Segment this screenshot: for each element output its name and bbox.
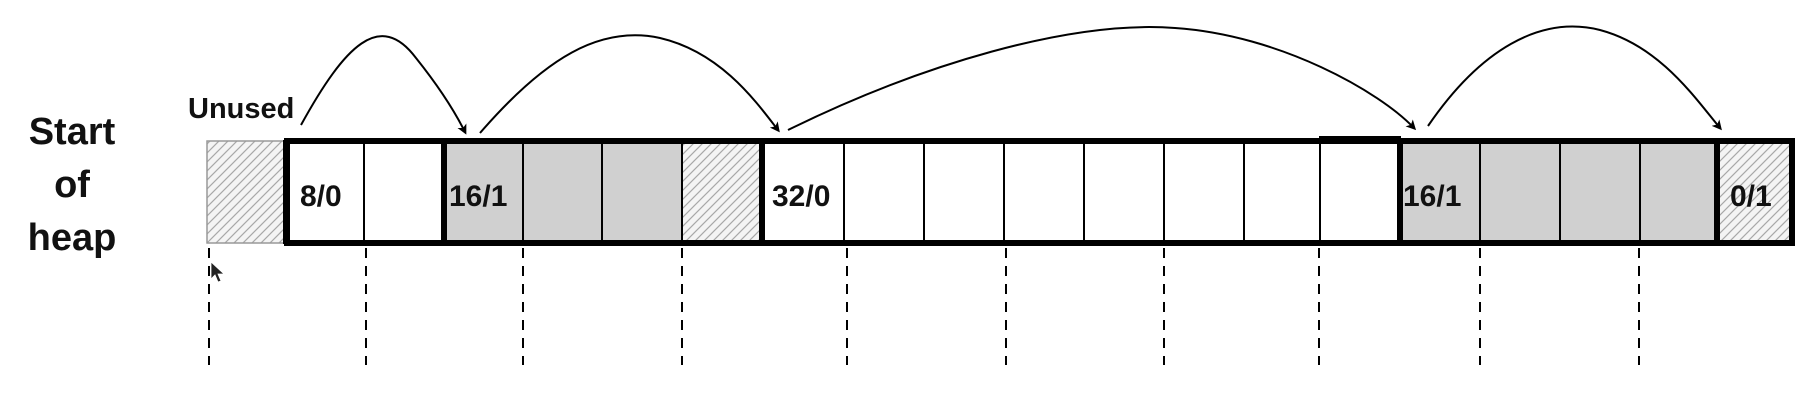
heap-word (1003, 140, 1085, 244)
heap-word (923, 140, 1005, 244)
heap-cells (283, 136, 1793, 244)
block-outlines (284, 138, 1795, 246)
alignment-guides (208, 248, 1640, 365)
heap-padding-word (681, 140, 763, 244)
mouse-cursor-icon (210, 261, 226, 283)
link-arrow (787, 26, 1417, 131)
link-arrow (479, 34, 780, 134)
unused-label: Unused (188, 93, 294, 125)
heap-word (1639, 140, 1718, 244)
block-header-label: 16/1 (1403, 180, 1461, 213)
block-header-label: 16/1 (449, 180, 507, 213)
heap-word (1479, 140, 1561, 244)
heap-word (1083, 140, 1165, 244)
block-header-label: 0/1 (1730, 180, 1772, 213)
link-arrow (1427, 25, 1722, 131)
block-link-arrows (300, 25, 1722, 135)
heap-word (443, 140, 524, 244)
heap-word (522, 140, 603, 244)
heap-word (1559, 140, 1641, 244)
title-line-2: of (54, 164, 90, 206)
heap-word (1319, 136, 1401, 244)
heap-word (363, 140, 445, 244)
unused-padding-word (206, 140, 285, 244)
block-outline-5 (1714, 138, 1795, 246)
heap-word (1243, 140, 1321, 244)
title-line-1: Start (29, 111, 116, 153)
heap-word (843, 140, 925, 244)
heap-word (601, 140, 683, 244)
block-header-label: 8/0 (300, 180, 342, 213)
start-of-heap-label: Start of heap (28, 111, 117, 259)
heap-word (283, 140, 365, 244)
title-line-3: heap (28, 217, 117, 259)
block-header-label: 32/0 (772, 180, 830, 213)
link-arrow (300, 35, 467, 135)
heap-word (1163, 140, 1245, 244)
